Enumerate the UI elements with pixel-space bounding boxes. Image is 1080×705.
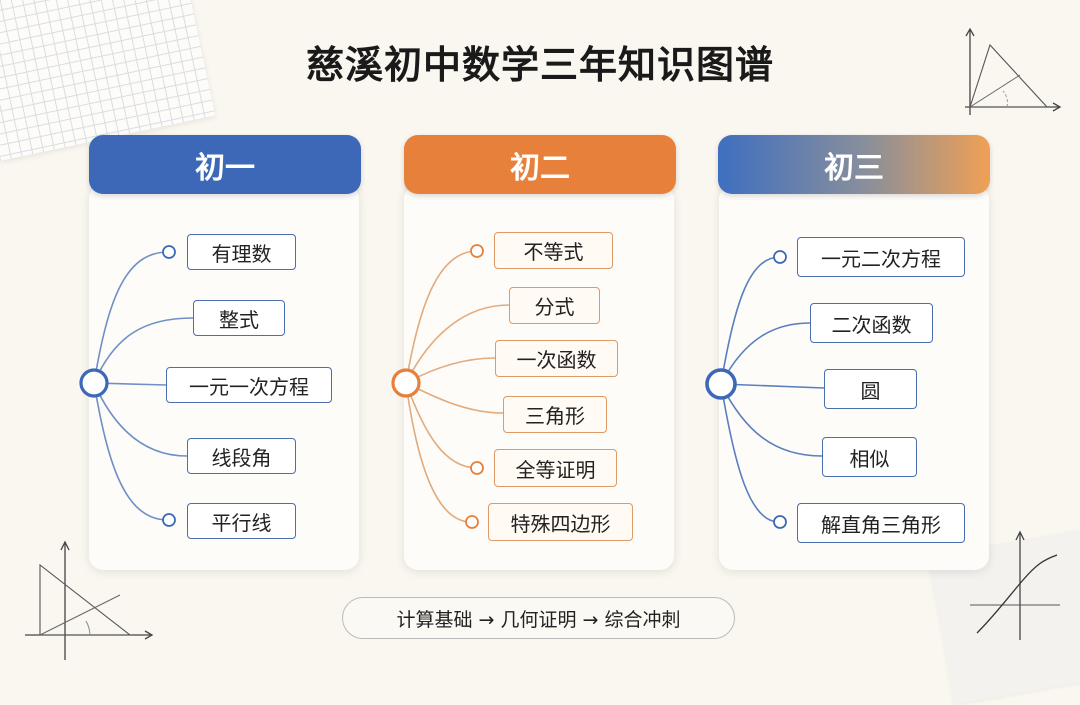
grade2-topic: 特殊四边形 bbox=[488, 503, 633, 541]
grade3-topic: 一元二次方程 bbox=[797, 237, 965, 277]
grade3-topic: 相似 bbox=[822, 437, 917, 477]
function-sketch-bottom-right bbox=[970, 530, 1060, 640]
grade3-branches bbox=[720, 256, 825, 523]
grade2-header: 初二 bbox=[404, 135, 676, 194]
grade2-topic: 三角形 bbox=[503, 396, 607, 433]
grade2-topic: 不等式 bbox=[494, 232, 613, 269]
page-title: 慈溪初中数学三年知识图谱 bbox=[305, 43, 774, 87]
grade2-topic: 全等证明 bbox=[494, 449, 617, 487]
mindmap-connectors bbox=[79, 244, 825, 529]
grade3-center-node bbox=[705, 368, 737, 400]
grade1-topic: 整式 bbox=[193, 300, 285, 336]
grade3-header: 初三 bbox=[718, 135, 990, 194]
grade2-topic: 一次函数 bbox=[495, 340, 618, 377]
grade1-topic: 线段角 bbox=[187, 438, 296, 474]
triangle-sketch-top-right bbox=[965, 27, 1062, 115]
grade2-topic: 分式 bbox=[509, 287, 600, 324]
grade1-branches bbox=[93, 251, 194, 521]
grade1-center-node bbox=[79, 368, 109, 398]
grade3-topic: 二次函数 bbox=[810, 303, 933, 343]
grade2-center-node bbox=[391, 368, 421, 398]
grade1-topic: 有理数 bbox=[187, 234, 296, 270]
learning-path-footer: 计算基础 → 几何证明 → 综合冲刺 bbox=[342, 597, 735, 639]
grade1-header: 初一 bbox=[89, 135, 361, 194]
grade1-topic: 一元一次方程 bbox=[166, 367, 332, 403]
grade3-topic: 圆 bbox=[824, 369, 917, 409]
grade3-topic: 解直角三角形 bbox=[797, 503, 965, 543]
triangle-sketch-bottom-left bbox=[25, 540, 154, 660]
grade1-topic: 平行线 bbox=[187, 503, 296, 539]
